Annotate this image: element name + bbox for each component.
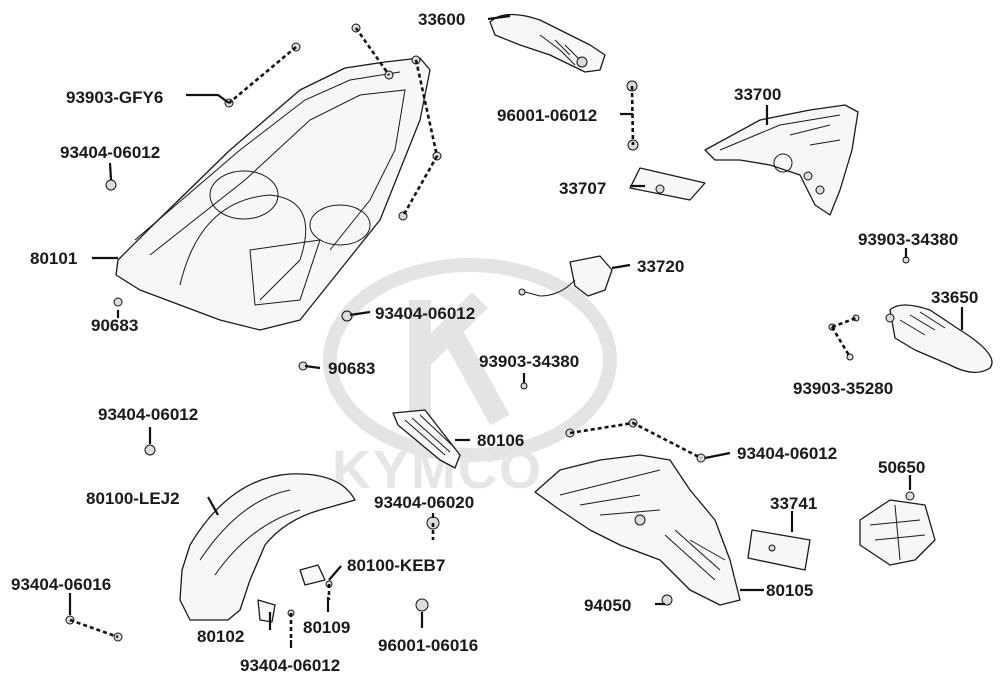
- kymco-watermark: KYMCO: [323, 258, 617, 500]
- callout-93404-06012-bottom: 93404-06012: [240, 656, 340, 675]
- callout-50650: 50650: [878, 458, 925, 477]
- callout-93404-06016: 93404-06016: [11, 575, 111, 594]
- assembly-lines: [69, 27, 857, 640]
- callout-93903-35280: 93903-35280: [793, 379, 893, 398]
- callout-33600: 33600: [418, 10, 465, 29]
- callout-33700: 33700: [734, 85, 781, 104]
- callout-90683-left: 90683: [91, 316, 138, 335]
- callout-80105: 80105: [766, 581, 813, 600]
- callout-33741: 33741: [770, 494, 817, 513]
- callout-80109: 80109: [303, 618, 350, 637]
- callout-94050: 94050: [584, 596, 631, 615]
- callout-96001-06012: 96001-06012: [497, 106, 597, 125]
- callout-93903-34380-right: 93903-34380: [858, 230, 958, 249]
- callout-90683-center: 90683: [328, 359, 375, 378]
- tail-light-part[interactable]: [704, 104, 859, 216]
- callout-93903-gfy6: 93903-GFY6: [66, 88, 163, 107]
- callout-80100-lej2: 80100-LEJ2: [86, 489, 180, 508]
- front-fender-part[interactable]: [179, 473, 356, 623]
- callout-80106: 80106: [477, 431, 524, 450]
- reflector-plate-part[interactable]: [747, 529, 811, 571]
- leader-lines: [68, 14, 964, 648]
- callout-93404-06020: 93404-06020: [374, 493, 474, 512]
- turn-signal-left-part[interactable]: [885, 304, 993, 373]
- callout-93404-06012-right: 93404-06012: [737, 444, 837, 463]
- callout-80101: 80101: [30, 249, 77, 268]
- callout-labels: 33600 93903-GFY6 96001-06012 33700 93404…: [11, 10, 978, 675]
- light-gasket-part[interactable]: [629, 167, 706, 201]
- callout-80102: 80102: [197, 627, 244, 646]
- callout-93404-06012-left: 93404-06012: [98, 405, 198, 424]
- callout-33707: 33707: [559, 179, 606, 198]
- callout-93404-06012-top: 93404-06012: [60, 143, 160, 162]
- rear-fender-part[interactable]: [534, 454, 741, 606]
- callout-96001-06016: 96001-06016: [378, 636, 478, 655]
- callout-80100-keb7: 80100-KEB7: [347, 556, 445, 575]
- turn-signal-right-part[interactable]: [489, 13, 606, 73]
- callout-93404-06012-mid: 93404-06012: [375, 304, 475, 323]
- license-bracket-part[interactable]: [859, 491, 936, 566]
- callout-93903-34380-center: 93903-34380: [479, 352, 579, 371]
- rear-cowl-part[interactable]: [115, 57, 431, 331]
- callout-33650: 33650: [931, 288, 978, 307]
- callout-33720: 33720: [637, 257, 684, 276]
- reflector-cover-part[interactable]: [392, 409, 461, 469]
- license-light-part[interactable]: [518, 255, 613, 297]
